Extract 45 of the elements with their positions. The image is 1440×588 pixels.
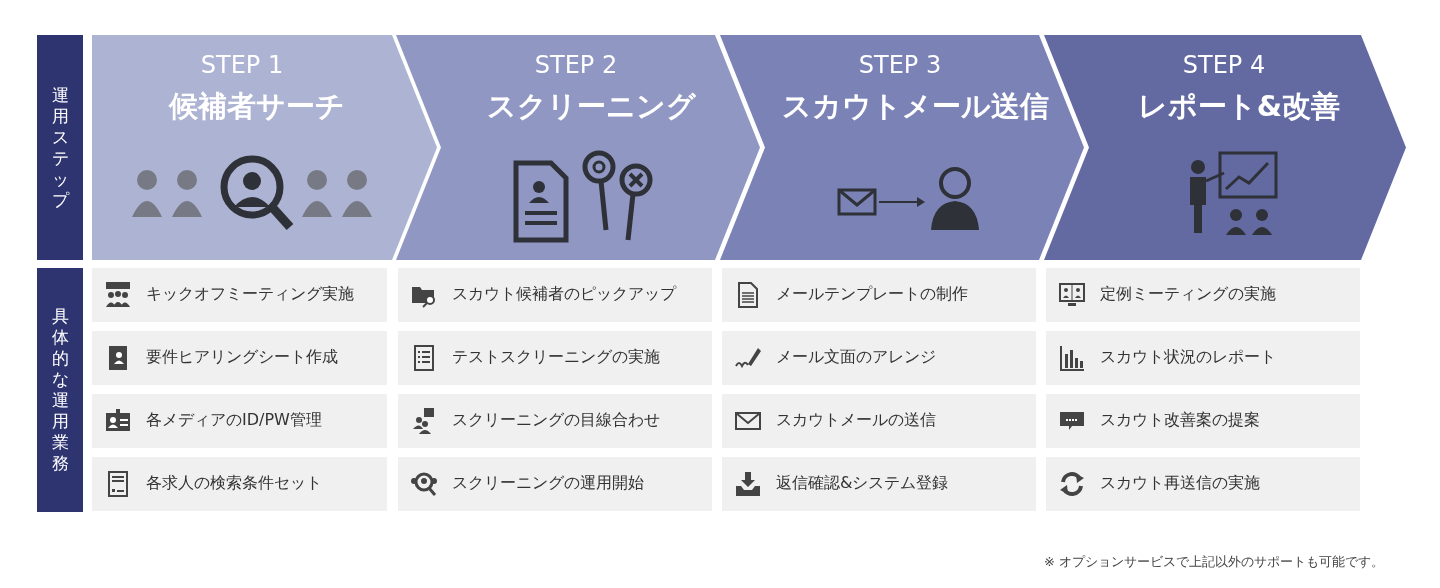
task-cell — [722, 331, 1036, 385]
task-text: 要件ヒアリングシート作成 — [146, 347, 338, 368]
task-text: メール文面のアレンジ — [776, 347, 936, 368]
footnote: ※ オプションサービスで上記以外のサポートも可能です。 — [1043, 553, 1384, 571]
task-text: スカウト改善案の提案 — [1100, 410, 1260, 431]
task-text: スクリーニングの目線合わせ — [452, 410, 660, 431]
task-cell — [92, 394, 387, 448]
step-title: スクリーニング — [485, 88, 697, 125]
task-cell — [92, 268, 387, 322]
task-cell — [398, 457, 712, 511]
task-cell — [722, 394, 1036, 448]
task-text: スカウトメールの送信 — [776, 410, 936, 431]
task-cell — [722, 457, 1036, 511]
side-band — [37, 268, 83, 512]
step-title: 候補者サーチ — [167, 88, 346, 125]
step-number: STEP 1 — [199, 51, 285, 79]
task-text: 返信確認&システム登録 — [776, 473, 949, 494]
step-number: STEP 2 — [533, 51, 619, 79]
band-label: 具体的な運用業務 — [51, 306, 69, 474]
task-text: 各求人の検索条件セット — [146, 473, 322, 494]
task-cell — [92, 457, 387, 511]
task-text: スクリーニングの運用開始 — [452, 473, 644, 494]
step-number: STEP 4 — [1181, 51, 1267, 79]
side-band — [37, 35, 83, 260]
task-text: スカウト状況のレポート — [1100, 347, 1276, 368]
task-text: 各メディアのID/PW管理 — [146, 410, 322, 431]
step-title: レポート&改善 — [1136, 88, 1342, 125]
task-text: 定例ミーティングの実施 — [1100, 284, 1276, 305]
task-cell — [92, 331, 387, 385]
task-cell — [1046, 331, 1360, 385]
task-cell — [398, 331, 712, 385]
step-number: STEP 3 — [857, 51, 943, 79]
task-cell — [1046, 268, 1360, 322]
task-text: テストスクリーニングの実施 — [452, 347, 660, 368]
task-cell — [722, 268, 1036, 322]
task-text: スカウト再送信の実施 — [1100, 473, 1260, 494]
task-text: キックオフミーティング実施 — [146, 284, 354, 305]
step-title: スカウトメール送信 — [780, 88, 1050, 125]
task-text: メールテンプレートの制作 — [776, 284, 968, 305]
task-cell — [398, 394, 712, 448]
task-cell — [1046, 457, 1360, 511]
band-label: 運用ステップ — [51, 84, 69, 211]
task-text: スカウト候補者のピックアップ — [452, 284, 676, 305]
task-cell — [398, 268, 712, 322]
task-cell — [1046, 394, 1360, 448]
